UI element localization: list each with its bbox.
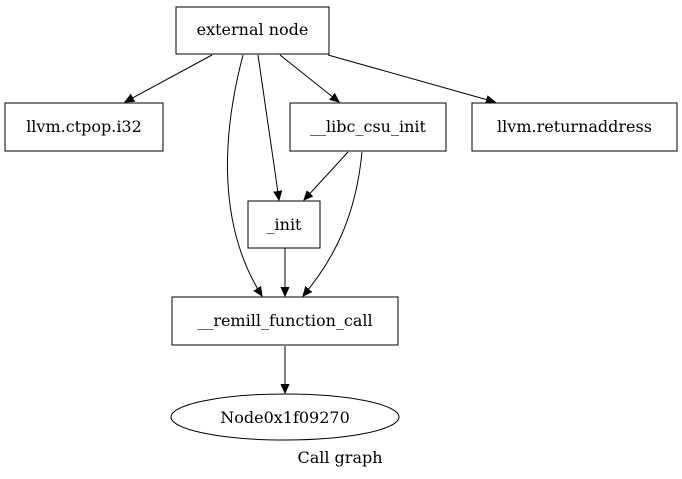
- edge-external-to-ctpop: [125, 54, 213, 102]
- edge-external-to-returnaddress: [327, 54, 495, 102]
- node-label-llvm-returnaddress: llvm.returnaddress: [497, 117, 652, 136]
- node-label-libc-csu-init: __libc_csu_init: [310, 117, 426, 136]
- edge-libc-csu-init-to-remill-function-call: [303, 151, 363, 296]
- node-label-remill-function-call: __remill_function_call: [197, 311, 372, 330]
- node-label-node0x1f09270: Node0x1f09270: [220, 408, 350, 427]
- edges: [125, 54, 495, 393]
- edge-external-to-libc-csu-init: [279, 54, 339, 102]
- node-llvm-returnaddress: llvm.returnaddress: [471, 102, 678, 152]
- node-external-node: external node: [175, 6, 330, 55]
- node-node0x1f09270: Node0x1f09270: [170, 393, 400, 441]
- edge-libc-csu-init-to-init: [304, 151, 349, 200]
- node-llvm-ctpop-i32: llvm.ctpop.i32: [4, 102, 164, 152]
- node-remill-function-call: __remill_function_call: [171, 296, 399, 346]
- node-label-external-node: external node: [197, 20, 309, 39]
- node-label-init: _init: [267, 215, 303, 234]
- node-init: _init: [247, 200, 321, 249]
- graph-caption: Call graph: [297, 448, 382, 467]
- node-label-llvm-ctpop-i32: llvm.ctpop.i32: [26, 117, 142, 136]
- edge-external-to-remill-function-call: [227, 54, 262, 296]
- node-libc-csu-init: __libc_csu_init: [289, 102, 447, 152]
- edge-external-to-init: [257, 54, 279, 200]
